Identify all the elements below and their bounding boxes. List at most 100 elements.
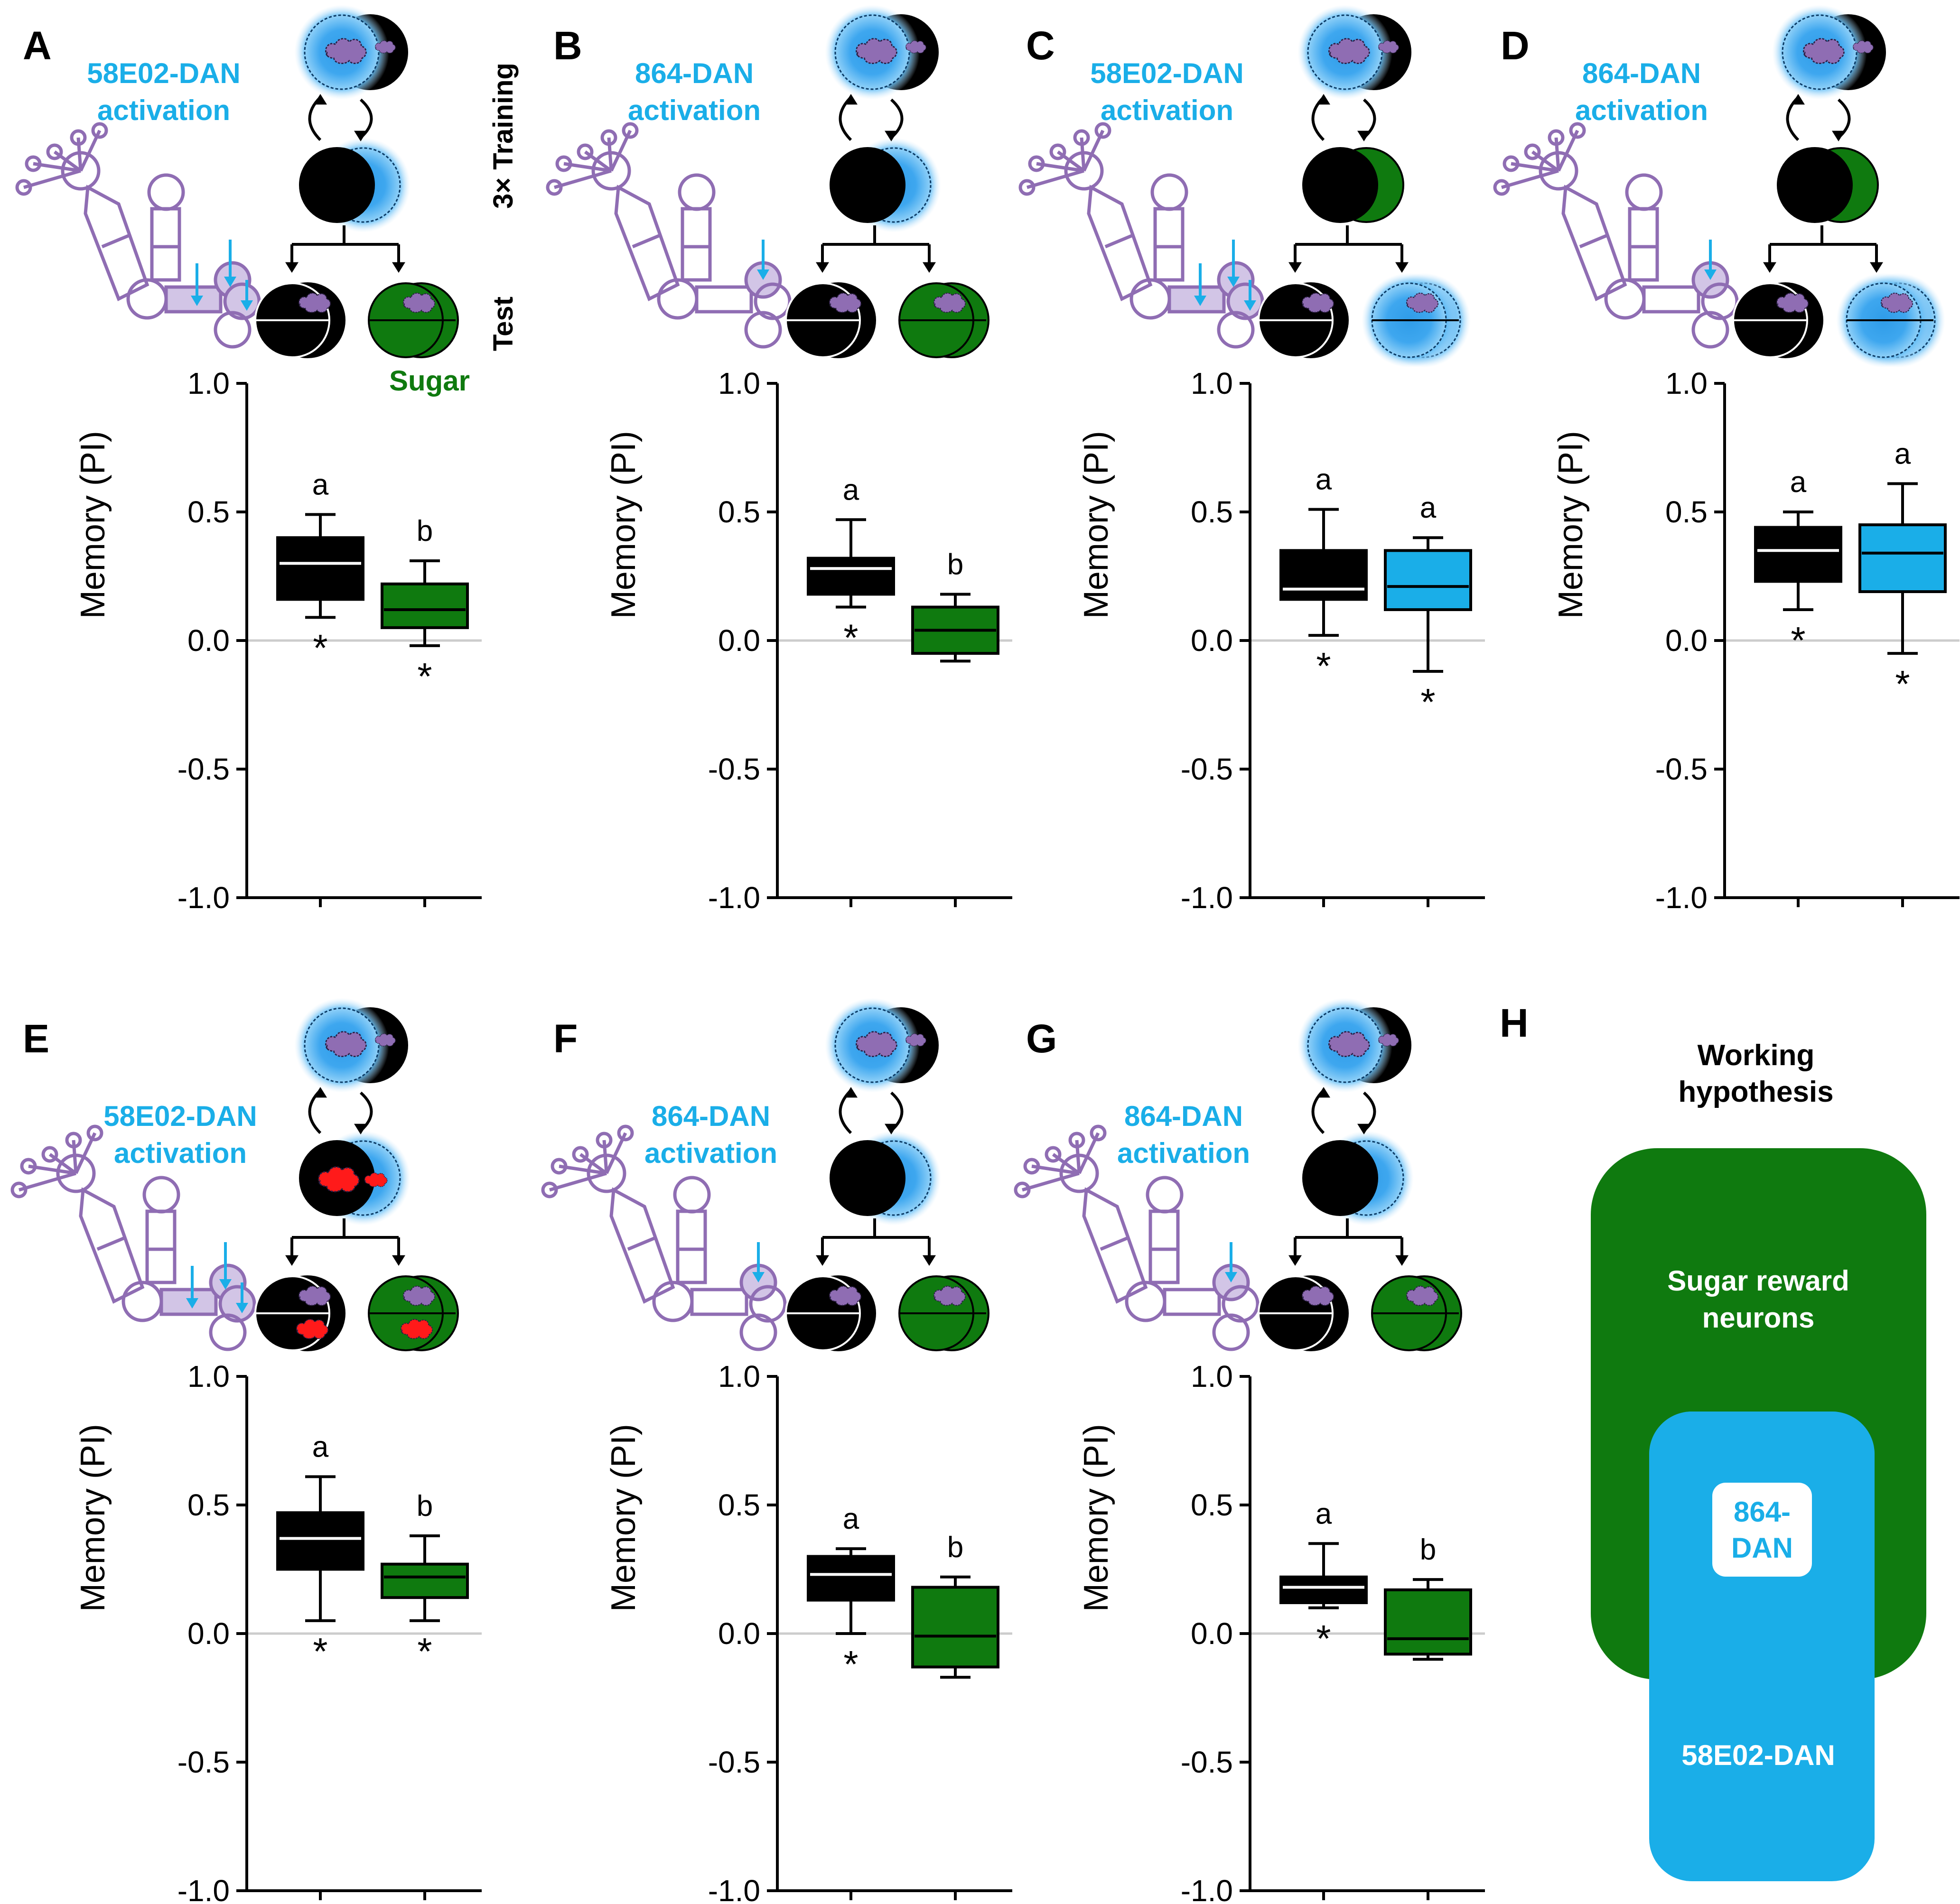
test-arrow-left-icon	[1288, 1255, 1302, 1266]
y-axis-label: Memory (PI)	[605, 1424, 643, 1612]
calyx-stem	[554, 169, 612, 189]
y-tick-label: -1.0	[1655, 881, 1708, 915]
test-arrow-right-icon	[1870, 262, 1883, 273]
activation-arrow-icon	[757, 269, 769, 280]
test-arrow-left-icon	[285, 262, 299, 273]
training-arrow-down-icon	[885, 130, 898, 141]
activation-arrow-icon	[1244, 300, 1256, 311]
panel-c: C58E02-DANactivation1.00.50.0-0.5-1.0Mem…	[1018, 5, 1485, 915]
box-blue	[1384, 549, 1472, 611]
panel-h: H Working hypothesis Sugar reward neuron…	[1500, 1001, 1926, 1881]
y-axis-label: Memory (PI)	[605, 431, 643, 619]
test-right-odor	[1406, 1285, 1439, 1306]
panel-letter: C	[1026, 23, 1055, 68]
calyx-bulb	[91, 122, 108, 139]
training-mid-front	[299, 147, 375, 223]
y-tick-label: 1.0	[1191, 1359, 1233, 1393]
test-arrow-left-icon	[816, 262, 829, 273]
vertical-lobe-tip	[1625, 173, 1663, 211]
y-tick-label: 0.5	[187, 1488, 230, 1522]
significance-letter: a	[312, 468, 329, 501]
training-arrow-down-icon	[1357, 1124, 1371, 1134]
y-tick-label: -0.5	[708, 752, 760, 786]
calyx-bulb	[1073, 129, 1090, 146]
activation-arrow-icon	[1225, 1272, 1237, 1282]
mushroom-body-icon	[541, 1124, 787, 1351]
horizontal-lobe-inner	[1642, 285, 1700, 314]
training-top-odor-back	[1378, 40, 1399, 54]
training-top-odor-back	[1378, 1033, 1399, 1047]
significance-star: *	[313, 627, 327, 669]
calyx-bulb	[1503, 155, 1520, 172]
peduncle-divider	[1579, 233, 1609, 249]
y-axis-label: Memory (PI)	[74, 1424, 112, 1612]
calyx-bulb	[20, 1158, 37, 1175]
calyx-stem	[1027, 169, 1084, 189]
y-tick-label: 0.5	[718, 495, 760, 529]
vertical-lobe-tip	[673, 1176, 711, 1214]
vertical-lobe-upper	[150, 207, 181, 249]
box-black	[276, 1511, 364, 1571]
vertical-lobe-tip	[147, 173, 185, 211]
test-arrow-right-icon	[392, 262, 405, 273]
calyx-bulb	[596, 1132, 613, 1149]
y-tick-label: 0.0	[187, 623, 230, 658]
vertical-lobe-tip	[678, 173, 716, 211]
training-arrow-up-icon	[1317, 94, 1330, 105]
training-top-odor	[325, 1031, 367, 1057]
panel-title-line2: activation	[1101, 94, 1233, 126]
calyx-bulb	[65, 1132, 82, 1149]
test-left-odor	[1302, 292, 1335, 313]
test-right-odor	[933, 1285, 966, 1306]
vertical-lobe-tip	[142, 1176, 180, 1214]
significance-letter: b	[947, 548, 963, 581]
y-tick-label: 1.0	[718, 1359, 760, 1393]
calyx-bulb	[551, 1158, 568, 1175]
panel-title-line1: 864-DAN	[1582, 57, 1701, 89]
dan-864-label-line1: 864-	[1734, 1496, 1791, 1528]
training-arrow-up-icon	[314, 94, 327, 105]
test-right-odor	[403, 292, 436, 313]
peduncle	[1561, 185, 1627, 301]
calyx-stem	[549, 1171, 607, 1192]
vertical-lobe-tip	[1146, 1176, 1184, 1214]
hypothesis-title-line1: Working	[1698, 1039, 1815, 1072]
significance-star: *	[843, 617, 858, 659]
panel-e: E58E02-DANactivation1.00.50.0-0.5-1.0Mem…	[10, 998, 482, 1904]
training-top-odor-back	[375, 1033, 396, 1047]
test-right-odor-red	[401, 1319, 433, 1339]
significance-star: *	[313, 1630, 327, 1672]
panel-title-line2: activation	[1575, 94, 1708, 126]
calyx-stem	[23, 169, 81, 189]
test-arrow-right-icon	[923, 1255, 936, 1266]
panel-title-line1: 864-DAN	[652, 1100, 770, 1132]
training-top-odor	[856, 38, 897, 64]
peduncle	[84, 185, 149, 301]
calyx-bulb	[1068, 1132, 1085, 1149]
horizontal-lobe-tip	[749, 1285, 787, 1323]
test-arrow-left-icon	[1763, 262, 1776, 273]
training-top-odor-back	[905, 40, 926, 54]
calyx-bulb	[1524, 143, 1541, 160]
training-top-odor-back	[905, 1033, 926, 1047]
y-tick-label: 0.5	[718, 1488, 760, 1522]
panel-f: F864-DANactivation1.00.50.0-0.5-1.0Memor…	[541, 998, 1012, 1904]
box-green	[381, 1562, 469, 1599]
y-tick-label: -1.0	[708, 881, 760, 915]
panel-title-line1: 58E02-DAN	[1090, 57, 1243, 89]
vertical-lobe-lower	[150, 245, 181, 282]
calyx-bulb	[577, 143, 594, 160]
y-tick-label: 0.0	[187, 1616, 230, 1651]
calyx-bulb	[572, 1146, 589, 1163]
y-tick-label: 0.0	[1191, 623, 1233, 658]
calyx-bulb	[1049, 143, 1066, 160]
panel-letter: E	[23, 1016, 49, 1061]
sugar-reward-label-line2: neurons	[1702, 1302, 1815, 1334]
calyx-bulb	[46, 143, 63, 160]
panel-title-line2: activation	[1117, 1137, 1250, 1169]
panel-title-line2: activation	[97, 94, 230, 126]
